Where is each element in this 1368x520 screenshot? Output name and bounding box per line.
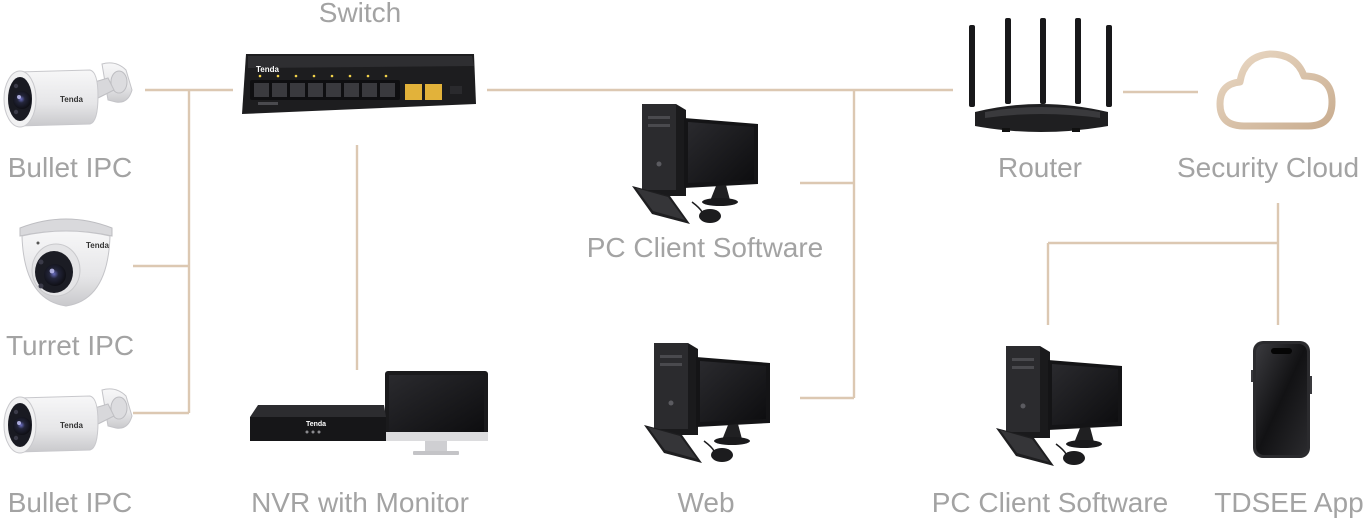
turret-ipc-label: Turret IPC — [6, 330, 134, 361]
router: Router — [969, 18, 1112, 183]
switch-device: Tenda Switch — [242, 0, 476, 114]
wifi-router-icon — [969, 18, 1112, 132]
security-cloud: Security Cloud — [1177, 50, 1359, 183]
pc-client-top: PC Client Software — [587, 103, 824, 263]
pc-client-top-label: PC Client Software — [587, 232, 824, 263]
cloud-icon — [1216, 50, 1336, 130]
security-cloud-label: Security Cloud — [1177, 152, 1359, 183]
tdsee-app-label: TDSEE App — [1214, 487, 1363, 518]
turret-ipc-logo: Tenda — [86, 241, 110, 250]
router-label: Router — [998, 152, 1082, 183]
web-client: Web — [643, 342, 771, 518]
nvr-label: NVR with Monitor — [251, 487, 469, 518]
turret-camera-icon — [19, 218, 113, 307]
bullet-ipc-bottom: Tenda Bullet IPC — [3, 388, 133, 518]
pc-client-bottom: PC Client Software — [932, 345, 1169, 518]
desktop-pc-icon — [631, 103, 759, 225]
bullet-camera-icon: Tenda — [3, 388, 133, 454]
turret-ipc: Tenda Turret IPC — [6, 218, 134, 361]
nvr-icon — [250, 405, 386, 441]
bullet-camera-icon: Tenda — [3, 62, 133, 128]
bullet-ipc-bottom-logo: Tenda — [60, 421, 84, 430]
poe-switch-icon — [242, 54, 476, 114]
desktop-pc-icon — [995, 345, 1123, 467]
bullet-ipc-top: Tenda Bullet IPC — [3, 62, 133, 183]
bullet-ipc-top-logo: Tenda — [60, 95, 84, 104]
bullet-ipc-bottom-label: Bullet IPC — [8, 487, 133, 518]
nvr-logo: Tenda — [306, 421, 326, 428]
switch-logo: Tenda — [256, 65, 280, 74]
smartphone-icon — [1251, 341, 1312, 458]
pc-client-bottom-label: PC Client Software — [932, 487, 1169, 518]
switch-label: Switch — [319, 0, 401, 28]
nvr-with-monitor: Tenda NVR with Monitor — [250, 371, 488, 518]
connection-lines — [133, 88, 1280, 415]
tdsee-app: TDSEE App — [1214, 341, 1364, 518]
web-label: Web — [677, 487, 734, 518]
desktop-pc-icon — [643, 342, 771, 464]
bullet-ipc-top-label: Bullet IPC — [8, 152, 133, 183]
monitor-icon — [385, 371, 488, 455]
